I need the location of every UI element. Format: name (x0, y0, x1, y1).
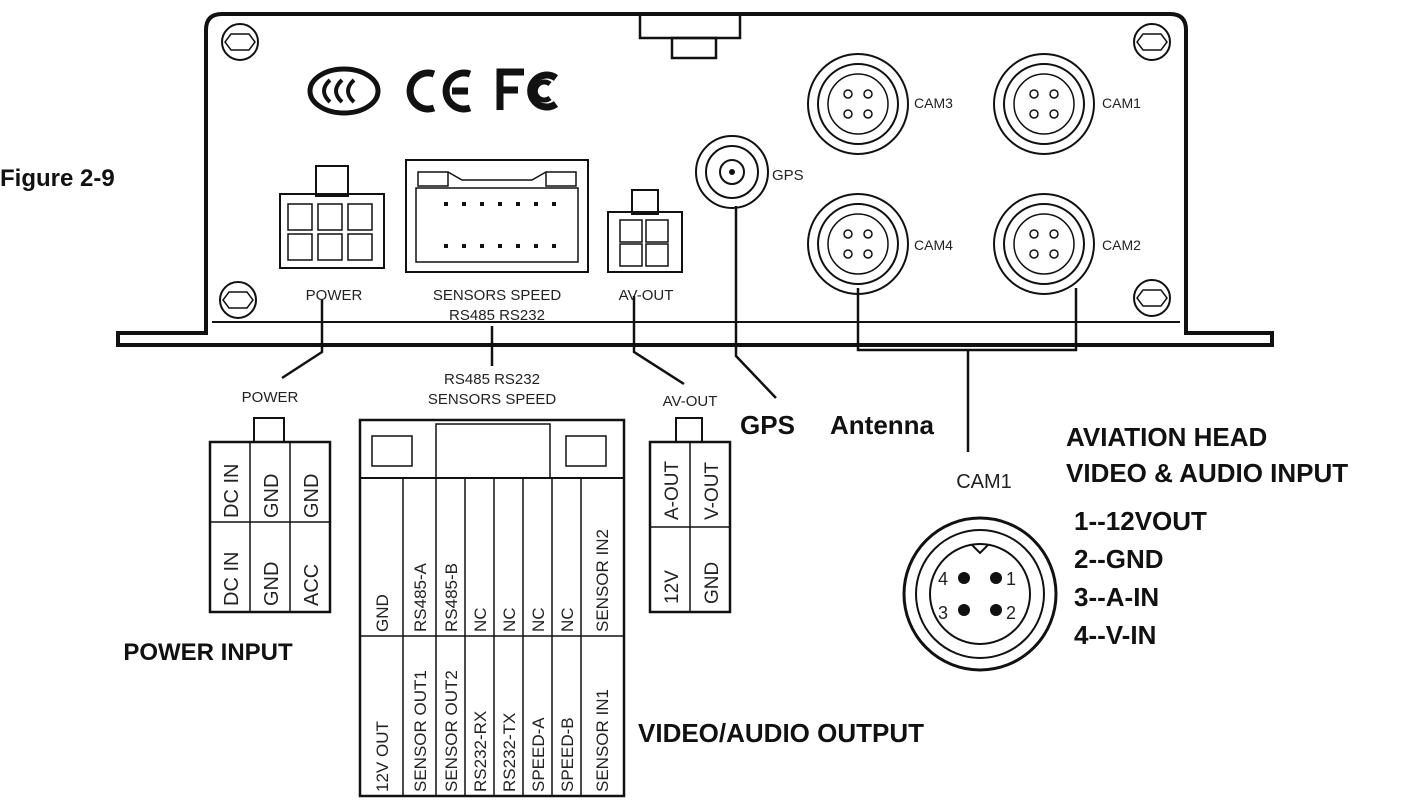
aviation-connector-icon (902, 516, 1058, 672)
cam-pin-desc: 1--12VOUT (1074, 506, 1207, 536)
power-detail-title: POWER (242, 389, 299, 406)
avout-pin: 12V (662, 570, 683, 604)
sensors-detail-title-1: RS485 RS232 (444, 371, 540, 388)
power-pin: GND (261, 474, 283, 518)
sensor-pin: GND (373, 594, 392, 632)
cam-pin-desc: 4--V-IN (1074, 620, 1156, 650)
video-audio-input-heading: VIDEO & AUDIO INPUT (1066, 458, 1348, 488)
sensor-bottom-row: 12V OUT SENSOR OUT1 SENSOR OUT2 RS232-RX… (373, 670, 612, 792)
cam-detail: CAM1 AVIATION HEAD VIDEO & AUDIO INPUT 4… (902, 422, 1348, 672)
avout-pin: A-OUT (662, 461, 683, 521)
avout-detail: AV-OUT A-OUT V-OUT 12V GND (648, 393, 732, 614)
power-pin: GND (261, 562, 283, 606)
cam1-label: CAM1 (1102, 95, 1141, 111)
fcc-logo-icon (496, 68, 559, 111)
figure-label: Figure 2-9 (0, 165, 115, 192)
sensor-pin: SPEED-B (558, 717, 577, 792)
power-pin: GND (301, 474, 323, 518)
cam2-label: CAM2 (1102, 237, 1141, 253)
cam-pin-number: 2 (1006, 603, 1016, 623)
sensors-connector (405, 159, 589, 273)
cam-pin-number: 1 (1006, 569, 1016, 589)
video-audio-output-caption: VIDEO/AUDIO OUTPUT (638, 718, 924, 748)
power-pin: ACC (301, 564, 323, 606)
gps-antenna-label-1: GPS (740, 410, 795, 440)
cam-pin-desc: 3--A-IN (1074, 582, 1159, 612)
cam3-label: CAM3 (914, 95, 953, 111)
sensor-pin: NC (529, 607, 548, 632)
sensor-pin: SENSOR IN2 (593, 529, 612, 632)
cam4-connector-icon (807, 193, 909, 295)
gps-port-label: GPS (772, 167, 804, 184)
power-connector (279, 165, 385, 269)
sensor-pin: RS232-TX (500, 713, 519, 792)
sensors-port-label-2: RS485 RS232 (449, 307, 545, 324)
sensor-pin: RS485-A (411, 562, 430, 632)
sensors-detail: RS485 RS232 SENSORS SPEED GND RS485-A RS… (358, 371, 924, 798)
sensor-pin: SENSOR OUT1 (411, 670, 430, 792)
screw-icon (1133, 279, 1171, 317)
sensor-pin: RS485-B (442, 563, 461, 632)
cam1-connector-icon (993, 53, 1095, 155)
gps-connector-icon (695, 135, 769, 209)
avout-pin: V-OUT (702, 462, 723, 520)
cam-pin-desc: 2--GND (1074, 544, 1164, 574)
power-pin: DC IN (221, 464, 243, 518)
cam-pin-number: 4 (938, 569, 948, 589)
sensors-port-label-1: SENSORS SPEED (433, 287, 562, 304)
avout-port-label: AV-OUT (619, 287, 674, 304)
avout-pin: GND (702, 562, 723, 604)
sensors-detail-title-2: SENSORS SPEED (428, 391, 557, 408)
ccc-logo-icon (307, 66, 381, 116)
avout-connector (607, 189, 683, 273)
power-input-caption: POWER INPUT (123, 639, 293, 666)
sensor-pin: SENSOR IN1 (593, 689, 612, 792)
screw-icon (221, 23, 259, 61)
gps-antenna-label-2: Antenna (830, 410, 935, 440)
cam3-connector-icon (807, 53, 909, 155)
leader-lines (281, 206, 1078, 452)
ce-logo-icon (406, 69, 472, 113)
sensor-pin: NC (500, 607, 519, 632)
cam-pin-number: 3 (938, 603, 948, 623)
power-pin: DC IN (221, 552, 243, 606)
aviation-head-heading: AVIATION HEAD (1066, 422, 1267, 452)
power-port-label: POWER (306, 287, 363, 304)
power-detail: POWER DC IN GND GND DC IN GND ACC POWER … (123, 389, 332, 666)
sensor-pin: SENSOR OUT2 (442, 670, 461, 792)
cam2-connector-icon (993, 193, 1095, 295)
sensor-pin: NC (471, 607, 490, 632)
sensor-top-row: GND RS485-A RS485-B NC NC NC NC SENSOR I… (373, 529, 612, 632)
sensor-pin: NC (558, 607, 577, 632)
screw-icon (1133, 23, 1171, 61)
avout-detail-title: AV-OUT (663, 393, 718, 410)
cam-detail-label: CAM1 (956, 471, 1012, 493)
sensor-pin: 12V OUT (373, 721, 392, 792)
device-panel: POWER SENSORS SPEED RS485 RS232 AV-OUT (116, 12, 1274, 347)
sensor-pin: SPEED-A (529, 717, 548, 792)
sensor-pin: RS232-RX (471, 711, 490, 792)
cam4-label: CAM4 (914, 237, 953, 253)
screw-icon (219, 281, 257, 319)
